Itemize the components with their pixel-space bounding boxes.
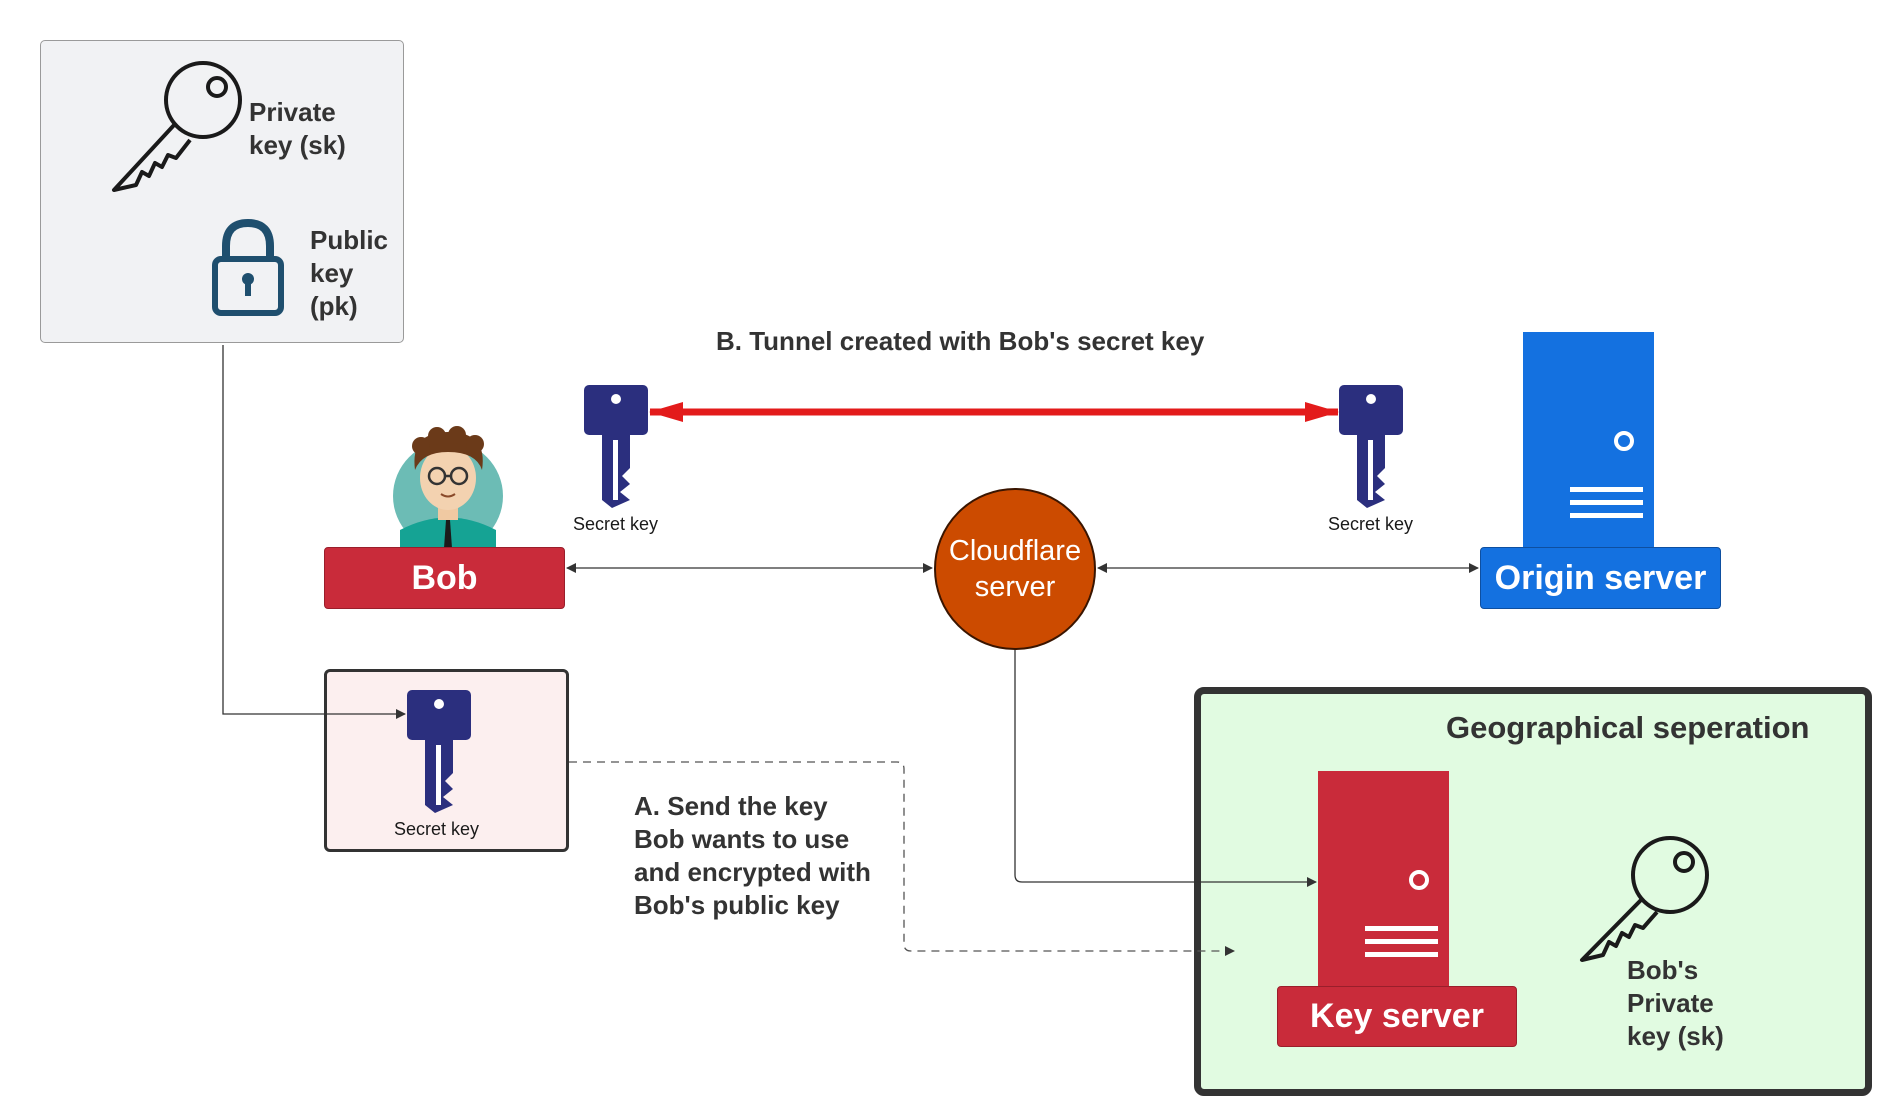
key-server-icon <box>1318 771 1449 991</box>
secret-key-box-icon <box>407 690 471 813</box>
lock-icon <box>212 218 284 316</box>
tunnel-right-key-icon <box>1339 385 1403 508</box>
public-key-label: Public key (pk) <box>310 225 389 321</box>
origin-server-icon <box>1523 332 1654 557</box>
step-a-label: A. Send the key Bob wants to use and enc… <box>634 791 871 920</box>
bobs-private-key-icon <box>1580 836 1709 962</box>
tunnel-label: B. Tunnel created with Bob's secret key <box>716 326 1205 356</box>
legend-box <box>40 40 404 343</box>
tunnel-left-key-icon <box>584 385 648 508</box>
tunnel-right-key-caption: Secret key <box>1328 514 1414 534</box>
origin-server-node[interactable]: Origin server <box>1480 547 1721 609</box>
geo-separation-title: Geographical seperation <box>1446 710 1810 745</box>
private-key-icon <box>112 61 242 192</box>
cloudflare-keyserver-connector <box>1014 648 1317 887</box>
legend-to-secret-key-connector <box>222 345 406 719</box>
bobs-private-key-label: Bob's Private key (sk) <box>1627 955 1724 1051</box>
step-a-dashed-connector <box>569 761 1235 956</box>
tunnel-left-key-caption: Secret key <box>573 514 659 534</box>
private-key-label: Private key (sk) <box>249 97 346 160</box>
cloudflare-server-node[interactable]: Cloudflare server <box>934 488 1096 650</box>
bob-node[interactable]: Bob <box>324 547 565 609</box>
bob-avatar <box>393 426 503 552</box>
secret-key-box-caption: Secret key <box>394 819 480 839</box>
key-server-node[interactable]: Key server <box>1277 986 1517 1047</box>
